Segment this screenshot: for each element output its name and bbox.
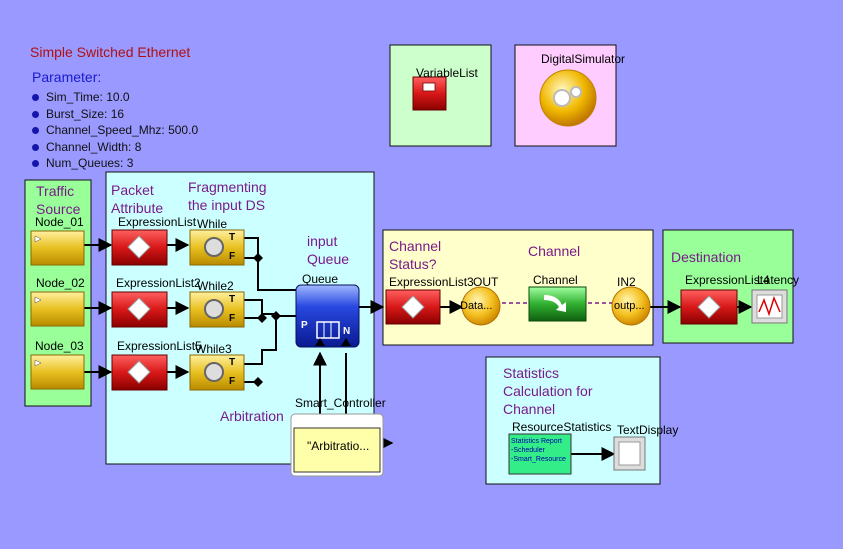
expression-list-label: ExpressionList (118, 215, 197, 229)
connections (84, 237, 753, 461)
while-label: While (197, 217, 228, 231)
bullet-icon (32, 111, 39, 118)
expression-list5-block[interactable] (111, 354, 168, 391)
text-display-label: TextDisplay (617, 423, 679, 437)
variable-list-label: VariableList (416, 66, 478, 80)
while2-label: While2 (197, 279, 234, 293)
parameter-item: Channel_Speed_Mhz: 500.0 (32, 123, 198, 137)
arbitration-label: Arbitration (220, 408, 284, 424)
resource-statistics-text: Statistics Report -Scheduler -Smart_Reso… (511, 438, 566, 463)
diagram-title: Simple Switched Ethernet (30, 44, 191, 60)
digital-simulator-label: DigitalSimulator (541, 52, 626, 66)
smart-controller-label: Smart_Controller (295, 396, 386, 410)
node-03-block[interactable] (30, 354, 85, 390)
true-port-label: T (229, 232, 236, 243)
false-port-label: F (229, 376, 236, 387)
while2-block[interactable] (189, 291, 245, 328)
smart-controller-text: "Arbitratio... (307, 439, 370, 453)
false-port-label: F (229, 313, 236, 324)
channel-region-label: Channel (528, 243, 581, 259)
node-01-block[interactable] (30, 230, 85, 266)
channel-block[interactable] (528, 286, 587, 322)
while3-label: While3 (195, 342, 232, 356)
bullet-icon (32, 144, 39, 151)
while-block[interactable] (189, 229, 245, 266)
expression-list4-block[interactable] (680, 289, 738, 325)
expression-list3-block[interactable] (385, 289, 441, 325)
bullet-icon (32, 160, 39, 167)
resource-statistics-block[interactable] (508, 433, 572, 475)
expression-list2-block[interactable] (111, 291, 168, 328)
node-02-block[interactable] (30, 291, 85, 327)
queue-block[interactable] (295, 284, 360, 348)
false-port-label: F (229, 251, 236, 262)
junctions (253, 253, 281, 387)
smart-controller-block[interactable] (290, 413, 384, 477)
parameter-text: Channel_Speed_Mhz: 500.0 (46, 123, 199, 137)
queue-n-port-label: N (343, 326, 351, 337)
channel-block-label: Channel (533, 273, 578, 287)
parameter-item: Channel_Width: 8 (32, 140, 141, 154)
true-port-label: T (229, 294, 236, 305)
expression-list-block[interactable] (111, 229, 168, 266)
queue-p-port-label: P (301, 320, 308, 331)
parameter-text: Num_Queues: 3 (46, 156, 134, 170)
destination-label: Destination (671, 249, 742, 265)
expression-list5-label: ExpressionList5 (117, 339, 202, 353)
node-02-label: Node_02 (36, 276, 85, 290)
digital-simulator-block[interactable] (539, 69, 597, 127)
expression-list4-label: ExpressionList4 (685, 273, 770, 287)
expression-list2-label: ExpressionList2 (116, 276, 201, 290)
parameter-item: Num_Queues: 3 (32, 156, 133, 170)
node-03-label: Node_03 (35, 339, 84, 353)
out-port-orb[interactable] (461, 286, 501, 326)
in2-port-inner-text: outp... (614, 300, 645, 312)
parameter-text: Channel_Width: 8 (46, 140, 142, 154)
parameter-header: Parameter: (32, 69, 102, 85)
variable-list-block[interactable] (412, 76, 447, 111)
resource-statistics-label: ResourceStatistics (512, 420, 612, 434)
out-port-inner-text: Data... (460, 300, 493, 312)
while3-block[interactable] (189, 354, 245, 391)
latency-display[interactable] (751, 289, 788, 324)
parameter-text: Sim_Time: 10.0 (46, 90, 130, 104)
parameter-item: Burst_Size: 16 (32, 107, 124, 121)
node-01-label: Node_01 (35, 215, 84, 229)
out-port-label: OUT (473, 275, 499, 289)
text-display-block[interactable] (613, 436, 646, 471)
parameter-text: Burst_Size: 16 (46, 107, 125, 121)
in2-port-orb[interactable] (611, 286, 651, 326)
parameter-item: Sim_Time: 10.0 (32, 90, 130, 104)
true-port-label: T (229, 357, 236, 368)
queue-label: Queue (302, 272, 339, 286)
bullet-icon (32, 94, 39, 101)
latency-label: Latency (757, 273, 800, 287)
in2-port-label: IN2 (617, 275, 636, 289)
expression-list3-label: ExpressionList3 (389, 275, 474, 289)
bullet-icon (32, 127, 39, 134)
region-channel (382, 229, 654, 346)
